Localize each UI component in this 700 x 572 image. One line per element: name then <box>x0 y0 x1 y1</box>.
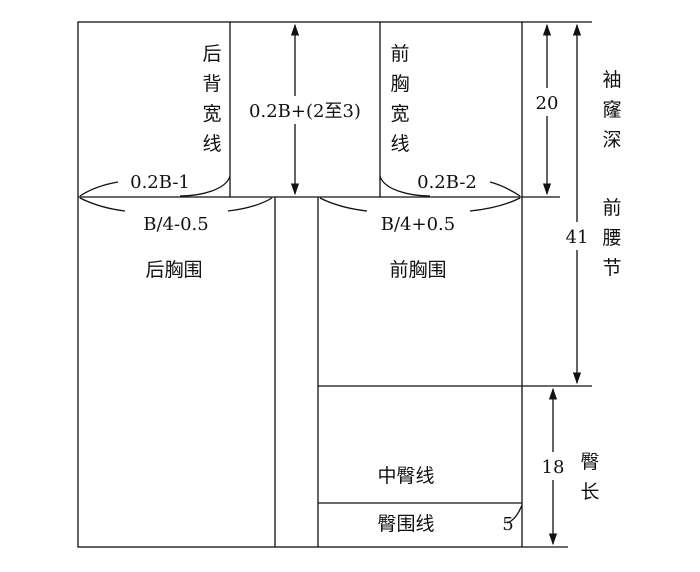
small-dim-curve <box>506 504 523 524</box>
vertical-label-char: 窿 <box>602 99 621 121</box>
vertical-label-char: 后 <box>202 43 221 65</box>
front-chest-label: 前胸围 <box>389 259 446 281</box>
mid-hip-line-label: 中臀线 <box>377 465 434 487</box>
back-chest-label: 后胸围 <box>145 259 202 281</box>
armhole-depth-label-vertical: 袖窿深 <box>602 69 621 151</box>
vertical-label-char: 胸 <box>390 73 409 95</box>
vertical-label-char: 前 <box>602 197 621 219</box>
front-curve-dim-label: 0.2B-2 <box>417 172 477 193</box>
back-curve-dim-label: 0.2B-1 <box>130 172 190 193</box>
front-waist-label-vertical: 前腰节 <box>602 197 621 279</box>
hip-line-label: 臀围线 <box>377 513 434 535</box>
pattern-outline <box>77 21 523 548</box>
vertical-label-char: 臀 <box>580 451 599 473</box>
vertical-label-char: 腰 <box>602 227 621 249</box>
vertical-label-char: 宽 <box>202 103 221 125</box>
front-chest-dim-curve-left <box>319 197 368 212</box>
front-chest-dim-label: B/4+0.5 <box>381 214 455 235</box>
vertical-label-char: 宽 <box>390 103 409 125</box>
back-shoulder-dim-curve <box>79 181 119 197</box>
center-dim-label: 0.2B+(2至3) <box>249 101 361 122</box>
vertical-label-char: 深 <box>602 129 621 151</box>
front-armhole-curve <box>379 175 431 197</box>
front-waist-value: 41 <box>566 227 589 248</box>
back-chest-dim-curve-right <box>227 197 273 212</box>
back-chest-dim-label: B/4-0.5 <box>143 214 208 235</box>
vertical-label-char: 线 <box>202 133 221 155</box>
hip-length-value: 18 <box>542 457 565 478</box>
hip-length-label-vertical: 臀长 <box>580 451 599 503</box>
vertical-label-char: 背 <box>202 73 221 95</box>
front-chest-dim-curve-right <box>469 197 521 212</box>
small-dim-value: 5 <box>502 514 513 535</box>
vertical-label-char: 线 <box>390 133 409 155</box>
back-chest-dim-curve <box>79 197 126 212</box>
armhole-depth-value: 20 <box>536 93 559 114</box>
vertical-label-char: 节 <box>602 257 621 279</box>
vertical-label-char: 长 <box>580 481 599 503</box>
front-shoulder-dim-curve <box>489 181 521 197</box>
vertical-label-char: 前 <box>390 43 409 65</box>
vertical-label-char: 袖 <box>602 69 621 91</box>
back-armhole-curve <box>179 175 231 197</box>
